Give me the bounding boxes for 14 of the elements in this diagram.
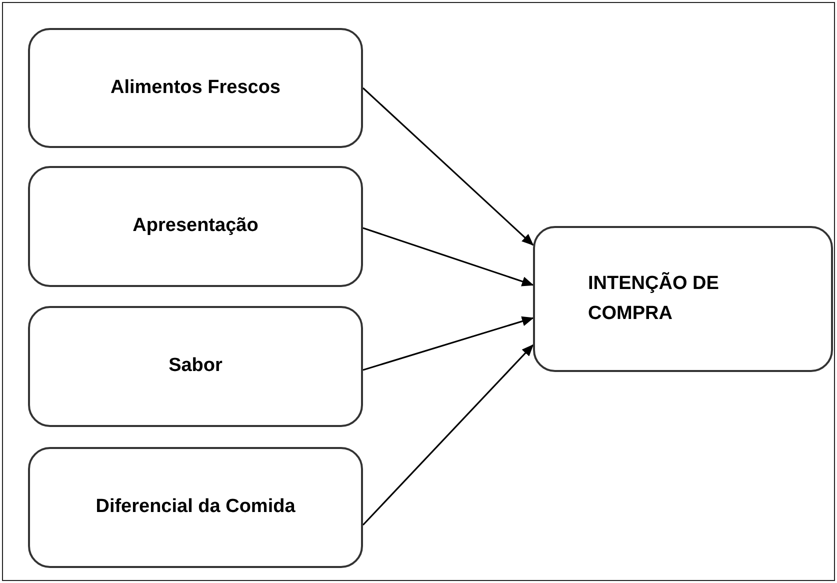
arrow [362,227,534,286]
box-label: Alimentos Frescos [110,76,280,100]
box-label: Sabor [168,354,222,378]
arrow [362,344,534,526]
rounded-box [28,447,363,568]
box-label: Apresentação [132,214,258,238]
arrow [362,316,534,371]
rounded-box [533,226,833,372]
box-label: INTENÇÃO DE COMPRA [588,271,720,326]
rounded-box [28,306,363,427]
arrow [362,87,534,246]
rounded-box [28,166,363,287]
box-label: Diferencial da Comida [96,495,296,520]
rounded-box [28,28,363,148]
